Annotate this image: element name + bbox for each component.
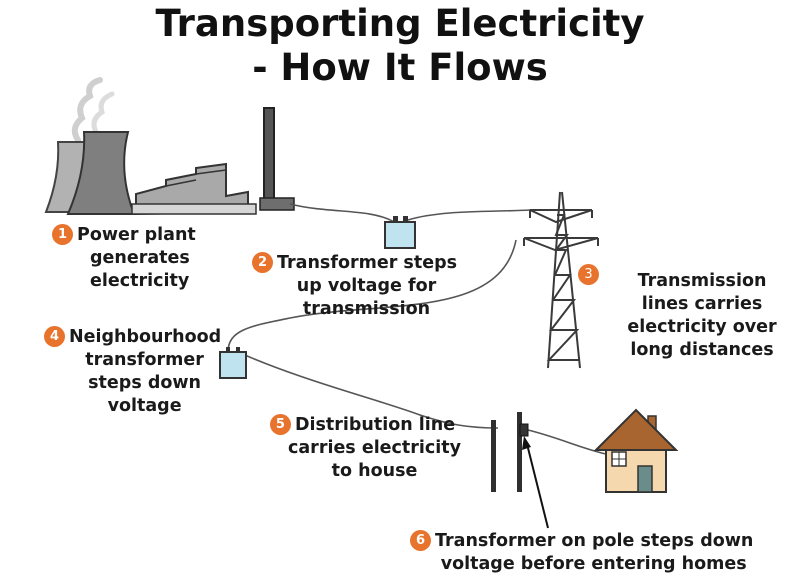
page-title-line-2: - How It Flows: [252, 46, 548, 89]
step-5-badge: 5: [269, 414, 291, 435]
page-title-line-1: Transporting Electricity: [155, 2, 645, 45]
step-3-label: Transmission lines carries electricity o…: [627, 271, 777, 360]
step-1-badge: 1: [52, 224, 73, 245]
power-plant-icon: [44, 77, 295, 216]
step-2-badge: 2: [252, 252, 273, 273]
neighbourhood-transformer-icon: [219, 347, 247, 379]
house-icon: [593, 408, 679, 493]
utility-poles-icon: [491, 412, 529, 492]
wire-distribution-line: [237, 351, 499, 429]
step-3-badge: 3: [578, 264, 599, 285]
wire-transformer-to-tower: [407, 209, 531, 221]
transmission-tower-icon: [523, 191, 599, 369]
step-up-transformer-icon: [384, 216, 416, 249]
wire-pole-to-house: [527, 429, 607, 455]
wire-tower-to-neighbourhood: [227, 239, 517, 353]
step-6-badge: 6: [410, 530, 431, 551]
wire-lines: [227, 203, 607, 455]
step-4-badge: 4: [44, 326, 65, 347]
pole-transformer-pointer-arrow: [522, 436, 549, 529]
wire-plant-to-transformer: [289, 203, 395, 223]
